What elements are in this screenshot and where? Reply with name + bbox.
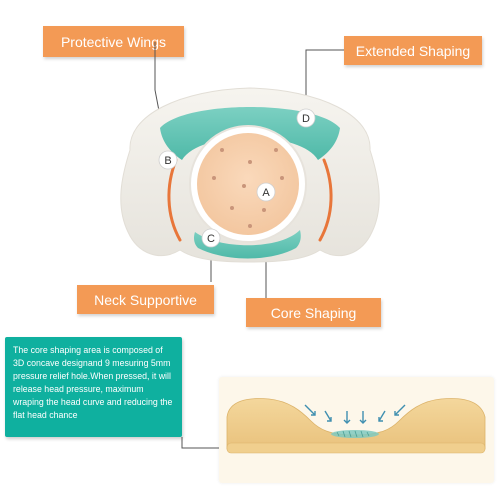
pressure-arrows [304, 404, 406, 424]
foam-base [226, 442, 486, 454]
core-description-box: The core shaping area is composed of 3D … [5, 337, 182, 437]
extended-shaping-label: Extended Shaping [344, 36, 482, 65]
marker-circles [158, 108, 316, 248]
core-area [197, 133, 299, 235]
marker-a: A [262, 187, 270, 199]
foam-profile [226, 398, 486, 450]
core-shaping-label: Core Shaping [246, 298, 381, 327]
protective-wings-label: Protective Wings [43, 26, 184, 57]
info-connector [181, 437, 219, 449]
right-wing-accent [318, 158, 333, 242]
pad-stripes [336, 430, 370, 438]
neck-supportive-label: Neck Supportive [77, 285, 214, 314]
pressure-holes [212, 148, 284, 228]
core-description-text: The core shaping area is composed of 3D … [13, 345, 173, 420]
marker-c: C [207, 233, 215, 245]
marker-b: B [164, 155, 171, 167]
teal-lower-arc [194, 230, 301, 259]
cross-section-illustration [226, 398, 486, 454]
cross-section-panel [219, 377, 494, 483]
marker-d: D [302, 113, 310, 125]
